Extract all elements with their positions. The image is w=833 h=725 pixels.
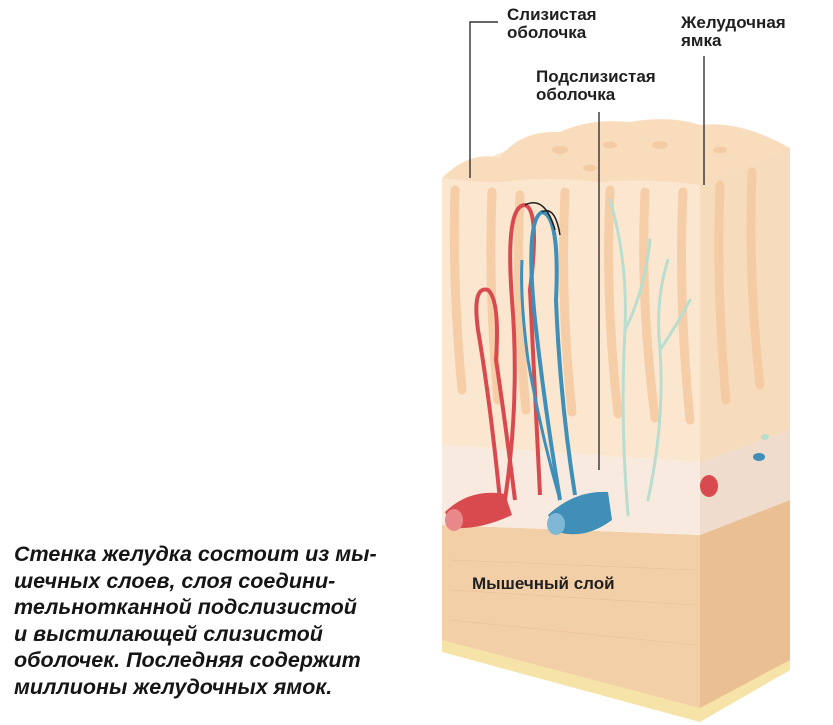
lymph-vessel [608,198,692,517]
leader-lines [469,21,705,470]
muscle-layer [442,500,790,722]
label-mucosa: Слизистая оболочка [507,5,597,42]
label-gastric-pit: Желудочная ямка [681,13,786,50]
submucosa-layer [442,430,790,535]
figure-caption: Стенка желудка состоит из мы- шечных сло… [14,542,377,699]
mucosa-layer [442,119,790,462]
vessel-cross-sections [700,434,769,497]
artery [445,202,542,531]
label-submucosa: Подслизистая оболочка [536,67,656,104]
label-muscle-layer: Мышечный слой [472,574,615,593]
leader-line-mucosa [469,21,498,178]
